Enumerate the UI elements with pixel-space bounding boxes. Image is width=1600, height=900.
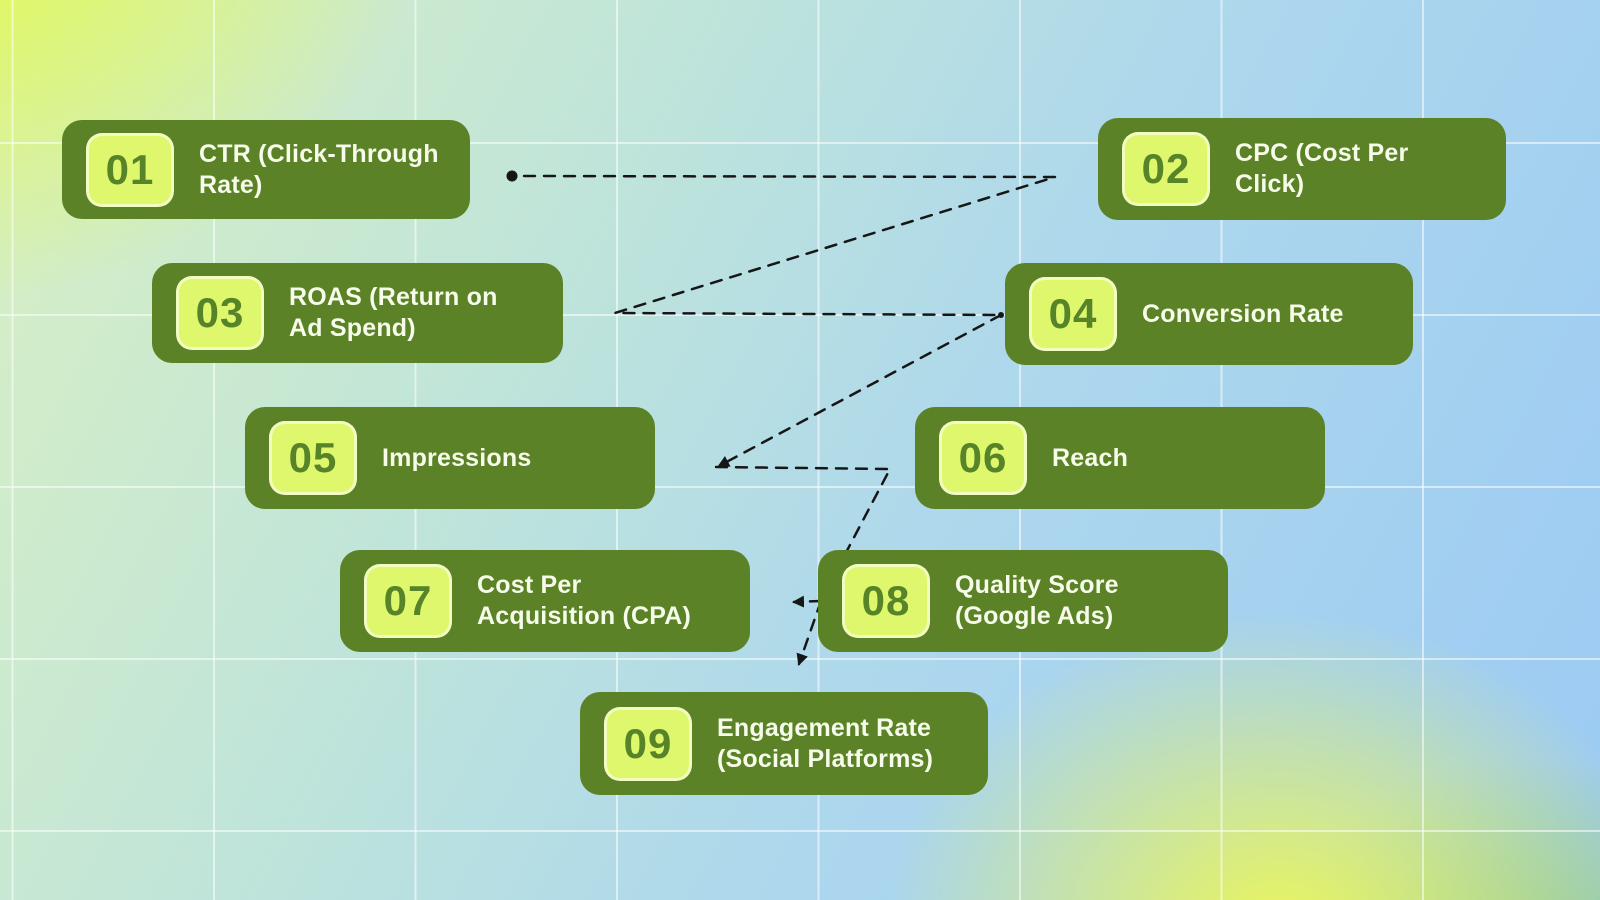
card-number: 06 (958, 434, 1008, 481)
start-dot-icon (506, 170, 518, 182)
number-badge: 02 (1122, 132, 1210, 206)
card-number: 04 (1048, 290, 1098, 337)
number-badge: 03 (176, 276, 264, 350)
metric-card-02: 02 CPC (Cost Per Click) (1098, 118, 1506, 220)
dashed-connector-segment (792, 595, 823, 608)
number-badge: 07 (364, 564, 452, 638)
dashed-connector-segment (522, 174, 1056, 317)
card-label: Engagement Rate (Social Platforms) (717, 713, 934, 773)
number-badge: 05 (269, 421, 357, 495)
card-label: Cost Per Acquisition (CPA) (477, 571, 692, 630)
number-badge: 04 (1029, 277, 1117, 351)
card-number: 01 (105, 145, 155, 193)
card-number: 07 (383, 577, 433, 624)
metric-card-06: 06 Reach (915, 407, 1325, 509)
card-label: Impressions (382, 443, 532, 472)
card-number: 02 (1141, 145, 1191, 192)
metric-card-09: 09 Engagement Rate (Social Platforms) (580, 692, 988, 795)
card-label: ROAS (Return on Ad Spend) (289, 283, 498, 342)
metric-card-03: 03 ROAS (Return on Ad Spend) (152, 263, 563, 363)
card-label: CPC (Cost Per Click) (1235, 139, 1409, 198)
metric-card-01: 01 CTR (Click-Through Rate) (62, 120, 470, 219)
metric-card-07: 07 Cost Per Acquisition (CPA) (340, 550, 750, 652)
card-number: 09 (623, 719, 673, 767)
card-number: 03 (195, 289, 245, 336)
metric-card-05: 05 Impressions (245, 407, 655, 509)
metric-card-08: 08 Quality Score (Google Ads) (818, 550, 1228, 652)
card-label: Reach (1052, 443, 1129, 472)
number-badge: 09 (604, 706, 692, 781)
card-number: 05 (288, 434, 338, 481)
number-badge: 08 (842, 564, 930, 638)
metric-card-04: 04 Conversion Rate (1005, 263, 1413, 365)
card-label: Quality Score (Google Ads) (955, 571, 1119, 630)
dashed-connector-segment (796, 599, 823, 666)
card-label: Conversion Rate (1142, 299, 1344, 328)
number-badge: 06 (939, 421, 1027, 495)
card-number: 08 (861, 577, 911, 624)
card-label: CTR (Click-Through Rate) (199, 139, 439, 199)
dashed-connector-segment (717, 313, 1003, 468)
number-badge: 01 (86, 132, 174, 207)
